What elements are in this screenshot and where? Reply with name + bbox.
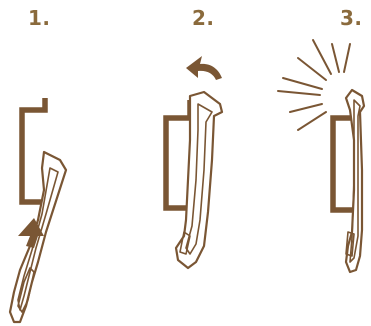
step-3-clip [344, 88, 366, 274]
step-1-illustration [8, 98, 68, 324]
step-2-clip-inner [185, 103, 213, 255]
burst-line [312, 39, 332, 75]
step-1-label: 1. [28, 6, 51, 30]
step-1-clip-hook [17, 267, 35, 313]
step-3-clip-inner [349, 99, 361, 263]
burst-line [277, 90, 321, 96]
step-2-clip-hook [179, 231, 191, 255]
up-arrow-icon [18, 218, 44, 248]
burst-line [343, 43, 351, 73]
step-2-illustration [163, 56, 224, 270]
step-2-label: 2. [192, 6, 215, 30]
burst-line [282, 77, 323, 90]
step-3-illustration [277, 39, 366, 274]
burst-line [297, 57, 327, 81]
step-3-clip-hook [345, 231, 355, 257]
burst-line [297, 111, 327, 131]
step-3-label: 3. [340, 6, 363, 30]
step-2-clip [174, 90, 224, 270]
curved-arrow-icon [186, 56, 222, 80]
burst-line [289, 103, 323, 113]
step-1-rail [19, 98, 48, 205]
burst-line [331, 43, 340, 73]
burst-icon [277, 39, 351, 131]
